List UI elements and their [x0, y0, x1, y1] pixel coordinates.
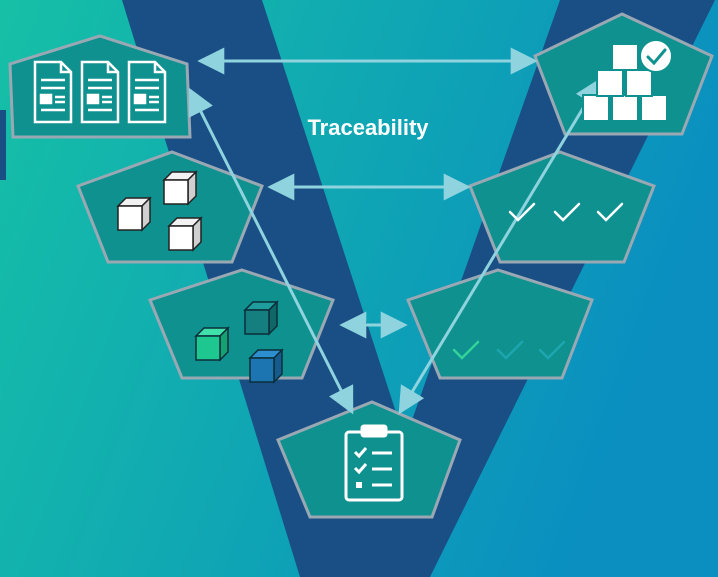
documents-icon [33, 60, 167, 124]
colored-cubes-icon [194, 300, 284, 384]
verified-boxes-icon [582, 39, 673, 122]
white-checkmarks-icon [508, 202, 624, 222]
traceability-label: Traceability [307, 115, 429, 140]
connector-acceptance-implementation [398, 77, 602, 415]
traceability-connectors [188, 47, 602, 415]
colored-checkmarks-icon [452, 340, 566, 360]
clipboard-checklist-icon [344, 424, 404, 502]
pentagon-implementation [276, 400, 462, 519]
left-edge-accent [0, 110, 6, 180]
connector-requirements-implementation [188, 87, 354, 415]
white-cubes-icon [116, 170, 203, 252]
